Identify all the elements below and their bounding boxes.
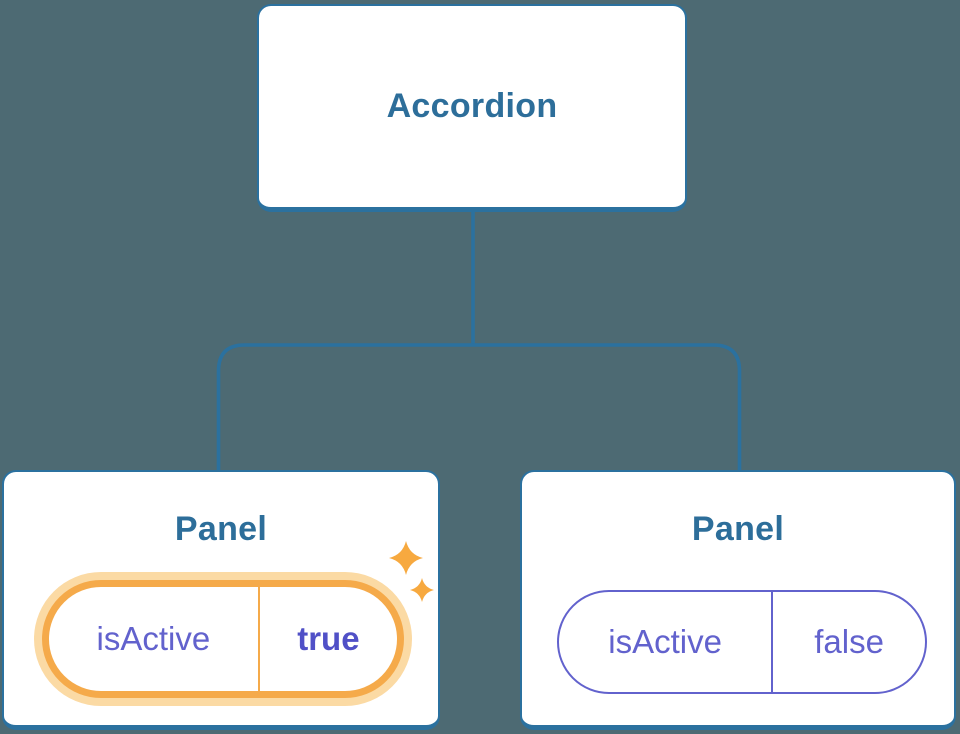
- pill-divider: [771, 592, 774, 692]
- state-value: false: [814, 623, 884, 660]
- state-value: true: [297, 620, 360, 657]
- accordion-label: Accordion: [386, 87, 558, 125]
- panel-node-inactive: Panel isActive false: [520, 470, 956, 730]
- accordion-component-node: Accordion: [257, 4, 687, 212]
- panel-node-active: Panel isActive true: [2, 470, 440, 730]
- state-name: isActive: [96, 620, 211, 657]
- pill-divider: [257, 587, 260, 691]
- state-name: isActive: [608, 623, 722, 660]
- state-pill-active: isActive true: [42, 580, 404, 698]
- panel-label: Panel: [174, 510, 268, 548]
- panel-label: Panel: [691, 510, 785, 548]
- state-pill-inactive: isActive false: [557, 590, 927, 694]
